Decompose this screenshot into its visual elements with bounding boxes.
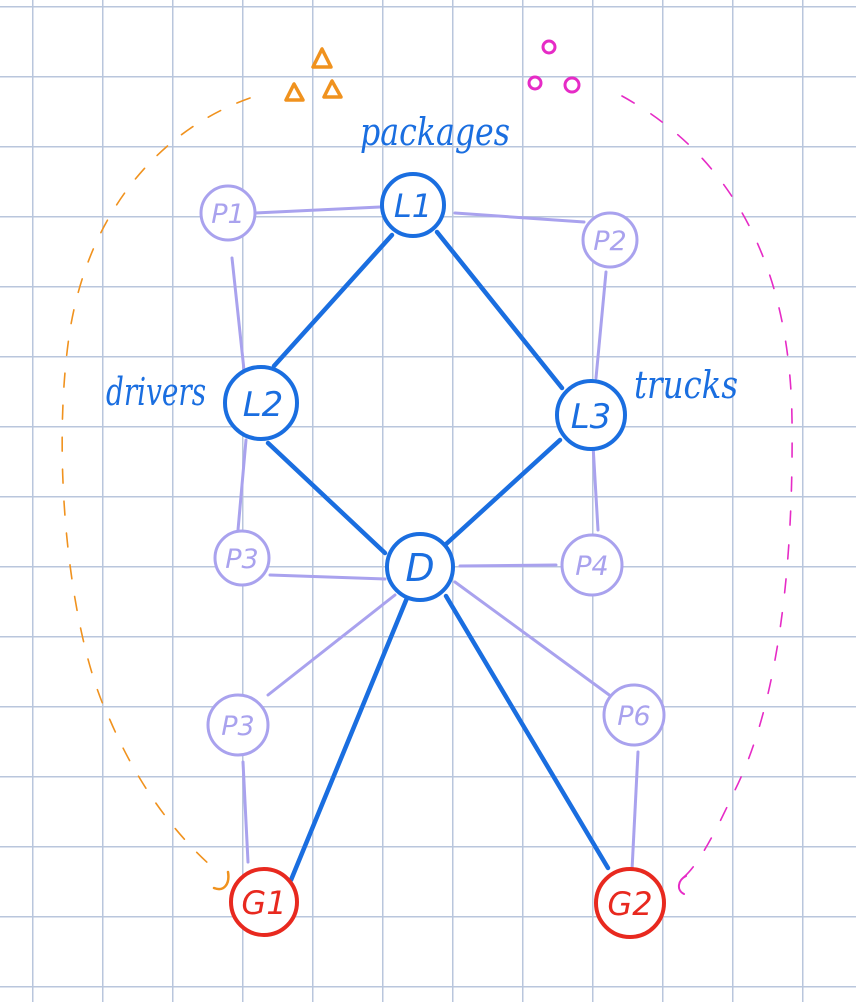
edge-l1-l3 bbox=[434, 229, 565, 391]
edge-p5-g1 bbox=[241, 760, 250, 864]
edge-d-p5 bbox=[266, 593, 397, 697]
node-p3-label: P3 bbox=[225, 544, 258, 575]
blue-node-labels: L1 L2 L3 D bbox=[243, 187, 612, 590]
node-g2-label: G2 bbox=[607, 885, 652, 923]
node-l1-label: L1 bbox=[394, 187, 432, 225]
lavender-nodes bbox=[199, 184, 666, 757]
edge-l1-p2 bbox=[453, 211, 586, 224]
edge-l3-d bbox=[442, 437, 563, 548]
red-nodes bbox=[229, 867, 666, 939]
magenta-circle-icon bbox=[541, 39, 557, 55]
node-p1 bbox=[199, 184, 257, 242]
edge-d-g2 bbox=[443, 593, 611, 871]
magenta-circle-icon bbox=[563, 76, 581, 94]
orange-triangle-icon bbox=[284, 82, 305, 102]
drivers-label: drivers bbox=[106, 370, 206, 414]
magenta-circle-markers bbox=[527, 39, 581, 94]
node-p5 bbox=[206, 693, 270, 757]
node-p3 bbox=[213, 529, 271, 587]
edge-p2-l3 bbox=[594, 270, 608, 380]
node-g1-label: G1 bbox=[241, 884, 286, 922]
packages-label: packages bbox=[360, 110, 510, 154]
trucks-label: trucks bbox=[634, 363, 738, 407]
node-p1-label: P1 bbox=[211, 199, 244, 230]
orange-triangle-icon bbox=[311, 47, 333, 69]
node-l1 bbox=[380, 172, 446, 238]
edge-p6-g2 bbox=[630, 750, 640, 872]
orange-triangle-markers bbox=[284, 47, 343, 102]
orange-hook-mark bbox=[212, 870, 230, 891]
edge-p3-d bbox=[268, 573, 387, 581]
orange-dashed-boundary bbox=[61, 97, 251, 873]
edge-d-p6 bbox=[453, 580, 614, 699]
node-l2 bbox=[223, 365, 299, 441]
node-l3-label: L3 bbox=[571, 397, 612, 437]
edge-p1-l2 bbox=[230, 256, 246, 372]
magenta-circle-icon bbox=[527, 75, 543, 91]
node-p4-label: P4 bbox=[575, 551, 608, 582]
blue-edges bbox=[265, 229, 611, 883]
node-p5-label: P3 bbox=[221, 711, 254, 742]
lavender-edges bbox=[230, 205, 640, 872]
edge-l3-p4 bbox=[591, 443, 600, 532]
node-p2-label: P2 bbox=[593, 226, 626, 257]
node-l3 bbox=[555, 379, 627, 451]
edge-l1-l2 bbox=[271, 232, 395, 369]
orange-triangle-icon bbox=[322, 79, 343, 99]
edge-p1-l1 bbox=[253, 205, 382, 215]
node-p4 bbox=[560, 533, 624, 597]
magenta-hook-mark bbox=[678, 875, 687, 895]
lavender-node-labels: P1 P2 P3 P4 P3 P6 bbox=[211, 199, 650, 742]
magenta-dashed-boundary bbox=[621, 95, 793, 881]
node-p6-label: P6 bbox=[617, 701, 650, 732]
node-p6 bbox=[602, 683, 666, 747]
edge-l2-d bbox=[265, 440, 388, 556]
edge-d-p4 bbox=[458, 563, 558, 568]
node-p2 bbox=[581, 211, 639, 269]
edge-d-g1 bbox=[288, 595, 410, 883]
node-d-label: D bbox=[405, 546, 434, 590]
node-g1 bbox=[229, 867, 299, 937]
node-g2 bbox=[594, 867, 666, 939]
blue-nodes bbox=[223, 172, 627, 602]
node-l2-label: L2 bbox=[243, 385, 284, 425]
edge-l2-p3 bbox=[236, 438, 248, 532]
red-node-labels: G1 G2 bbox=[241, 884, 652, 923]
node-d bbox=[385, 532, 455, 602]
